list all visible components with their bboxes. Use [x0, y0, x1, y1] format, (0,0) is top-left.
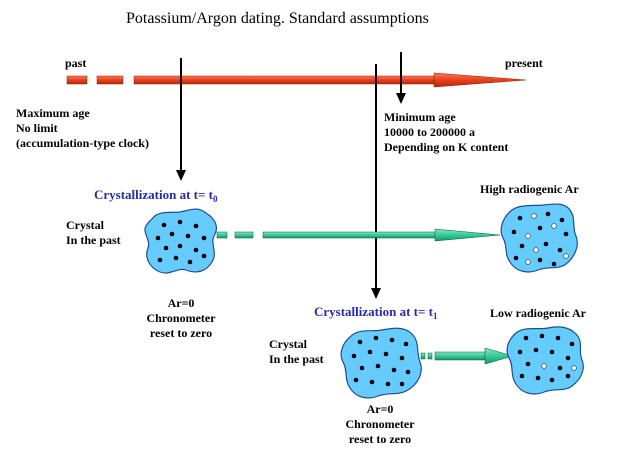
t1-subscript: 1 [432, 311, 438, 321]
crystallization-t1-label: Crystallization at t= t1 [314, 304, 437, 321]
max-age-line1: Maximum age [16, 106, 90, 120]
crystal-past-top-label: Crystal In the past [66, 218, 121, 248]
timeline-arrow [66, 72, 527, 88]
green-arrow-top [216, 228, 501, 242]
max-age-line2: No limit [16, 121, 58, 135]
crystal-past-bottom [340, 327, 422, 399]
crystal-past-bottom-label: Crystal In the past [269, 337, 324, 367]
crystallization-t0-text: Crystallization at t= t [94, 187, 213, 202]
reset-bottom-block: Ar=0 Chronometer reset to zero [325, 402, 435, 447]
min-age-block: Minimum age 10000 to 200000 a Depending … [384, 110, 508, 155]
green-arrow-bottom [420, 347, 514, 365]
min-age-line1: Minimum age [384, 110, 456, 124]
low-radiogenic-label: Low radiogenic Ar [490, 306, 586, 320]
present-label: present [505, 56, 543, 70]
crystal-past-bottom-line1: Crystal [269, 337, 307, 351]
min-age-line3: Depending on K content [384, 140, 509, 154]
reset-bottom-line2: Chronometer [345, 417, 415, 431]
crystallization-t0-label: Crystallization at t= t0 [94, 187, 217, 204]
past-label: past [65, 56, 87, 70]
crystal-past-top [144, 208, 218, 274]
min-age-line2: 10000 to 200000 a [384, 125, 475, 139]
crystal-high-ar [500, 203, 578, 273]
reset-bottom-line3: reset to zero [348, 432, 412, 446]
crystallization-t1-text: Crystallization at t= t [314, 304, 433, 319]
reset-top-line2: Chronometer [146, 311, 216, 325]
crystal-past-top-line1: Crystal [66, 218, 104, 232]
reset-top-block: Ar=0 Chronometer reset to zero [126, 296, 236, 341]
reset-top-line1: Ar=0 [167, 296, 195, 310]
max-age-line3: (accumulation-type clock) [16, 136, 149, 150]
t1-arrow [371, 64, 381, 299]
page-title: Potassium/Argon dating. Standard assumpt… [126, 10, 429, 27]
crystal-low-ar [506, 326, 584, 395]
reset-top-line3: reset to zero [149, 326, 213, 340]
max-age-arrow [176, 58, 186, 181]
high-radiogenic-label: High radiogenic Ar [480, 182, 579, 196]
crystal-past-top-line2: In the past [66, 233, 121, 247]
max-age-block: Maximum age No limit (accumulation-type … [16, 106, 149, 151]
t0-subscript: 0 [212, 194, 218, 204]
min-age-arrow [396, 52, 406, 104]
reset-bottom-line1: Ar=0 [366, 402, 394, 416]
crystal-past-bottom-line2: In the past [269, 352, 324, 366]
